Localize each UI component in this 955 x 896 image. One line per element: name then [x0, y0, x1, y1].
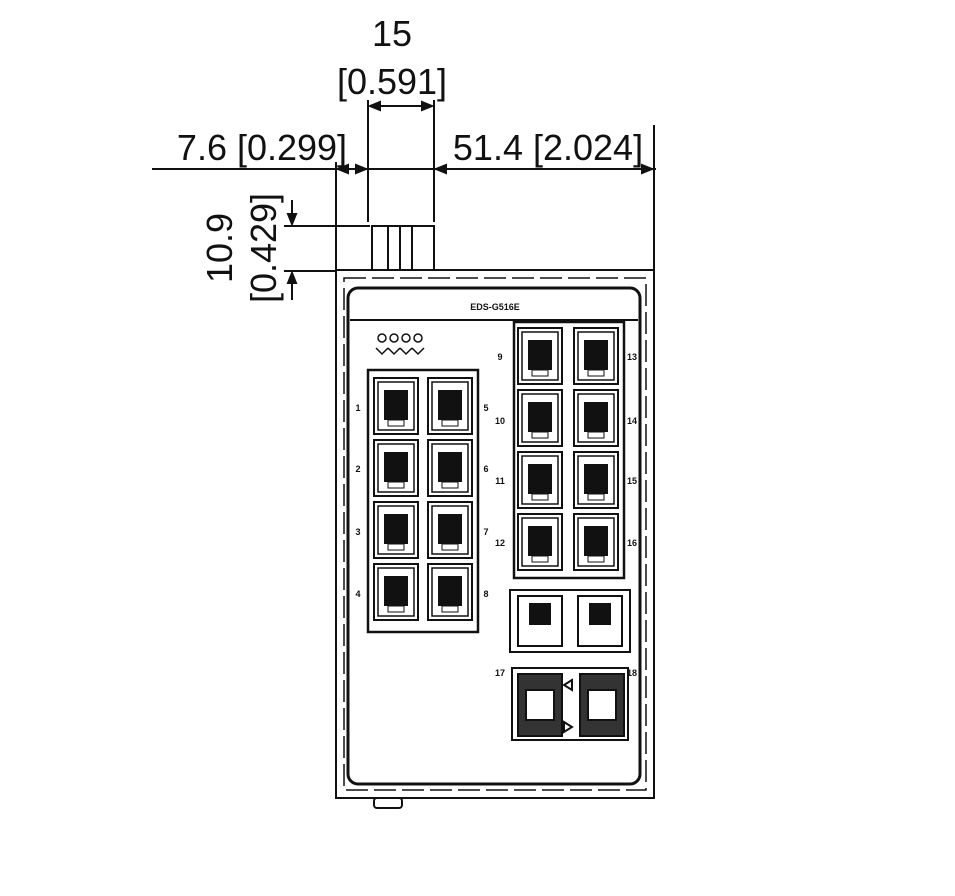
height-mm: 10.9: [199, 213, 240, 283]
rj45-port-right-16: [573, 513, 619, 571]
rj45-port-right-14: [573, 389, 619, 447]
rj45-port-left-8: [427, 563, 473, 621]
port-label-12: 12: [495, 538, 505, 548]
led-indicators: [375, 333, 425, 356]
rj45-port-right-10: [517, 389, 563, 447]
rj45-port-right-13: [573, 327, 619, 385]
port-label-8: 8: [483, 589, 488, 599]
port-label-7: 7: [483, 527, 488, 537]
top-width-mm: 15: [372, 13, 412, 54]
rj45-port-left-6: [427, 439, 473, 497]
rj45-port-left-1: [373, 377, 419, 435]
combo-ports: [509, 589, 631, 653]
rj45-port-right-15: [573, 451, 619, 509]
dimension-lines: [152, 100, 656, 300]
port-label-9: 9: [497, 352, 502, 362]
port-label-14: 14: [627, 416, 637, 426]
rj45-port-right-12: [517, 513, 563, 571]
port-label-10: 10: [495, 416, 505, 426]
port-label-15: 15: [627, 476, 637, 486]
port-label-17: 17: [495, 668, 505, 678]
port-label-11: 11: [495, 476, 505, 486]
left-offset-dim: 7.6 [0.299]: [177, 127, 347, 168]
port-label-5: 5: [483, 403, 488, 413]
left-ports: [373, 377, 473, 621]
port-label-4: 4: [355, 589, 360, 599]
port-label-18: 18: [627, 668, 637, 678]
port-label-1: 1: [355, 403, 360, 413]
top-width-in: [0.591]: [337, 61, 447, 102]
height-dim: 10.9 [0.429]: [199, 193, 284, 303]
right-ports: [517, 327, 619, 571]
ground-screw: [373, 797, 403, 809]
rj45-port-right-9: [517, 327, 563, 385]
port-label-13: 13: [627, 352, 637, 362]
rj45-port-right-11: [517, 451, 563, 509]
rj45-port-left-4: [373, 563, 419, 621]
rj45-port-left-2: [373, 439, 419, 497]
model-label: EDS-G516E: [470, 302, 520, 312]
rj45-port-left-3: [373, 501, 419, 559]
port-label-16: 16: [627, 538, 637, 548]
rj45-port-left-7: [427, 501, 473, 559]
port-label-2: 2: [355, 464, 360, 474]
port-label-3: 3: [355, 527, 360, 537]
sfp-slots: [511, 667, 629, 741]
rj45-port-left-5: [427, 377, 473, 435]
height-in: [0.429]: [243, 193, 284, 303]
din-clip: [371, 225, 652, 271]
port-label-6: 6: [483, 464, 488, 474]
right-offset-dim: 51.4 [2.024]: [453, 127, 643, 168]
